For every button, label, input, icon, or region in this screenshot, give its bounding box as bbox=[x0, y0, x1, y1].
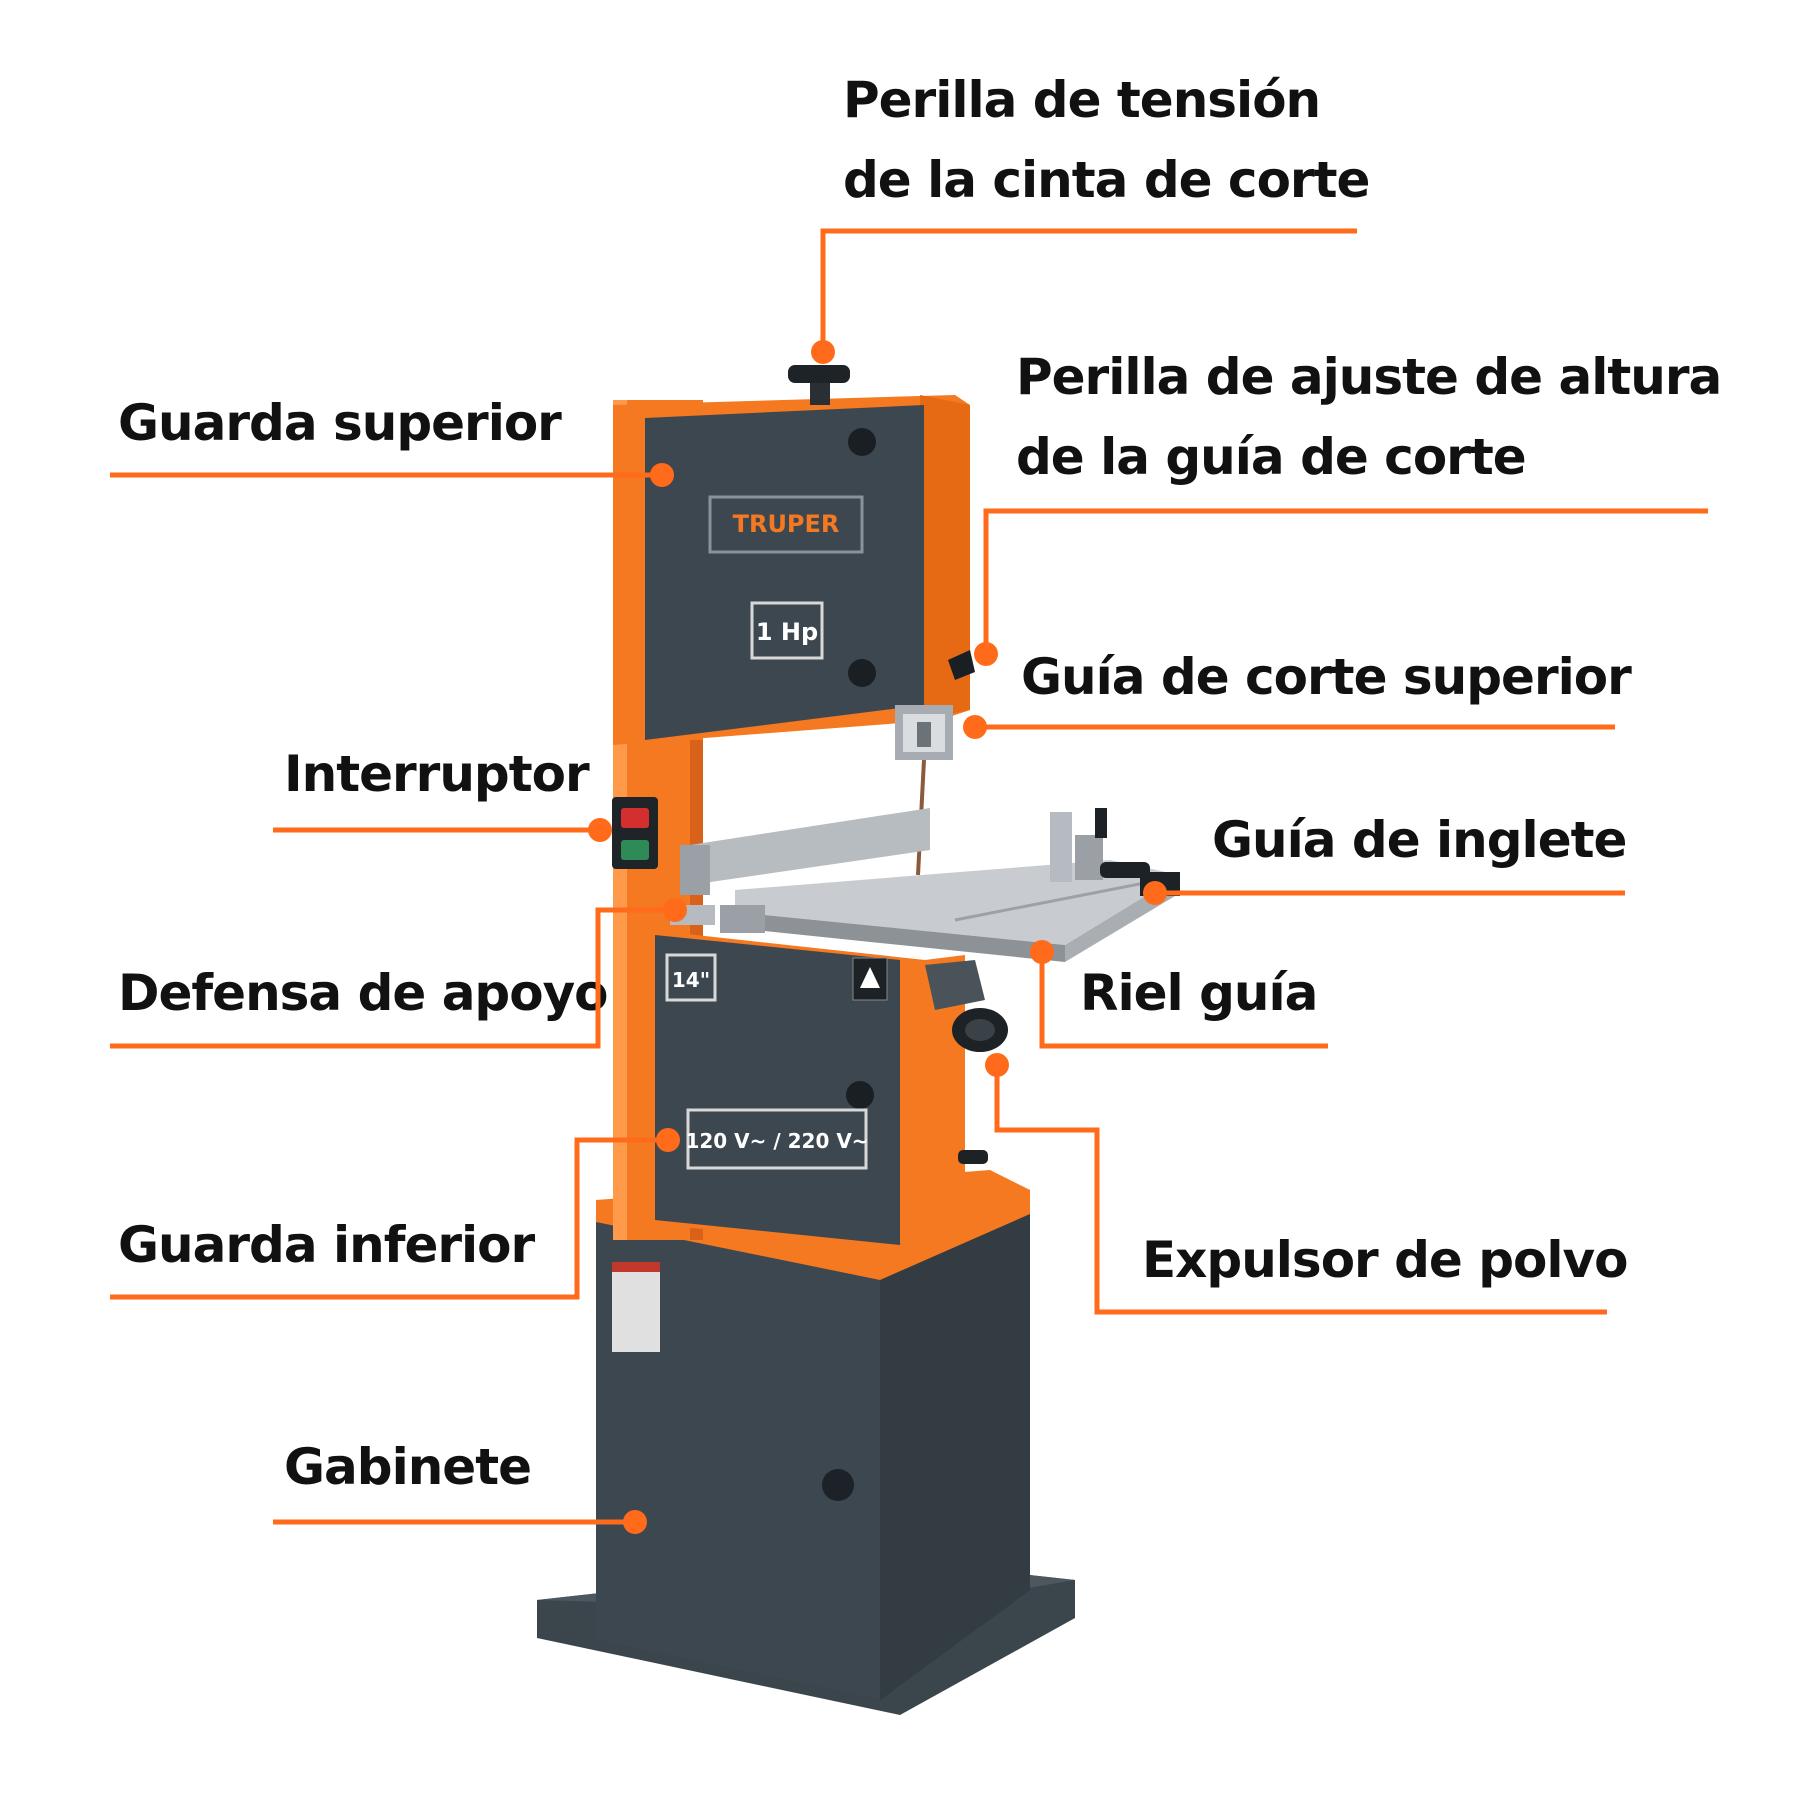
label-guide-rail: Riel guía bbox=[1080, 964, 1318, 1022]
callout-tension-knob bbox=[820, 228, 1357, 352]
upper-door-knob-bottom bbox=[848, 659, 876, 687]
power-badge-text: 1 Hp bbox=[756, 618, 818, 646]
dot-upper-blade-guide bbox=[963, 715, 987, 739]
dot-miter-guide bbox=[1143, 881, 1167, 905]
upper-blade-guide bbox=[895, 705, 953, 760]
callout-height-knob bbox=[983, 508, 1708, 654]
dot-support-fence bbox=[663, 898, 687, 922]
dot-upper-guard bbox=[650, 463, 674, 487]
dot-switch bbox=[588, 818, 612, 842]
voltage-badge-box bbox=[686, 1108, 868, 1170]
warning-triangle-icon bbox=[860, 967, 880, 988]
dot-height-knob bbox=[974, 642, 998, 666]
size-badge-box bbox=[665, 953, 717, 1002]
label-height-knob-line1: Perilla de ajuste de altura bbox=[1016, 348, 1722, 406]
lower-guard-panel: 14" 120 V~ / 220 V~ bbox=[650, 930, 925, 1245]
tilt-lock-handle bbox=[958, 1150, 988, 1164]
dot-cabinet bbox=[623, 1510, 647, 1534]
miter-gauge bbox=[1050, 808, 1180, 896]
label-tension-knob-line1: Perilla de tensión bbox=[843, 71, 1321, 129]
callout-support-fence bbox=[110, 907, 675, 1049]
power-badge-box bbox=[750, 601, 824, 660]
voltage-badge-text: 120 V~ / 220 V~ bbox=[685, 1129, 868, 1153]
callout-dots bbox=[588, 340, 1167, 1534]
upper-guard-panel: TRUPER 1 Hp bbox=[645, 405, 924, 740]
label-dust-port: Expulsor de polvo bbox=[1142, 1231, 1628, 1289]
callout-lower-guard bbox=[110, 1137, 668, 1300]
lower-door-knob bbox=[846, 1081, 874, 1109]
truper-logo-box bbox=[708, 495, 864, 554]
size-badge-text: 14" bbox=[672, 968, 710, 992]
callout-lines bbox=[110, 228, 1708, 1525]
label-cabinet: Gabinete bbox=[284, 1438, 532, 1496]
dot-lower-guard bbox=[656, 1128, 680, 1152]
cabinet-knob bbox=[822, 1469, 854, 1501]
label-switch: Interruptor bbox=[284, 745, 590, 803]
dot-guide-rail bbox=[1030, 940, 1054, 964]
tension-knob bbox=[788, 365, 850, 405]
truper-logo-text: TRUPER bbox=[733, 510, 840, 538]
band-saw-illustration: TRUPER 1 Hp bbox=[537, 365, 1180, 1715]
label-height-knob-line2: de la guía de corte bbox=[1016, 428, 1527, 486]
label-upper-guard: Guarda superior bbox=[118, 394, 562, 452]
label-tension-knob-line2: de la cinta de corte bbox=[843, 151, 1370, 209]
power-switch bbox=[612, 797, 658, 869]
miter-slot bbox=[954, 878, 1161, 922]
label-miter-guide: Guía de inglete bbox=[1212, 811, 1627, 869]
upper-door-knob-top bbox=[848, 428, 876, 456]
callout-guide-rail bbox=[1039, 952, 1328, 1049]
cabinet-warning-label bbox=[612, 1262, 660, 1352]
callout-dust-port bbox=[994, 1065, 1607, 1315]
dot-tension-knob bbox=[811, 340, 835, 364]
label-support-fence: Defensa de apoyo bbox=[118, 964, 609, 1022]
dust-port bbox=[925, 960, 1008, 1052]
label-upper-blade-guide: Guía de corte superior bbox=[1021, 648, 1632, 706]
lower-frame-side bbox=[925, 955, 965, 1200]
dot-dust-port bbox=[985, 1053, 1009, 1077]
cabinet-warning-stripe bbox=[612, 1262, 660, 1272]
label-lower-guard: Guarda inferior bbox=[118, 1216, 535, 1274]
cabinet bbox=[596, 1180, 1030, 1700]
height-adjust-knob bbox=[948, 650, 975, 680]
